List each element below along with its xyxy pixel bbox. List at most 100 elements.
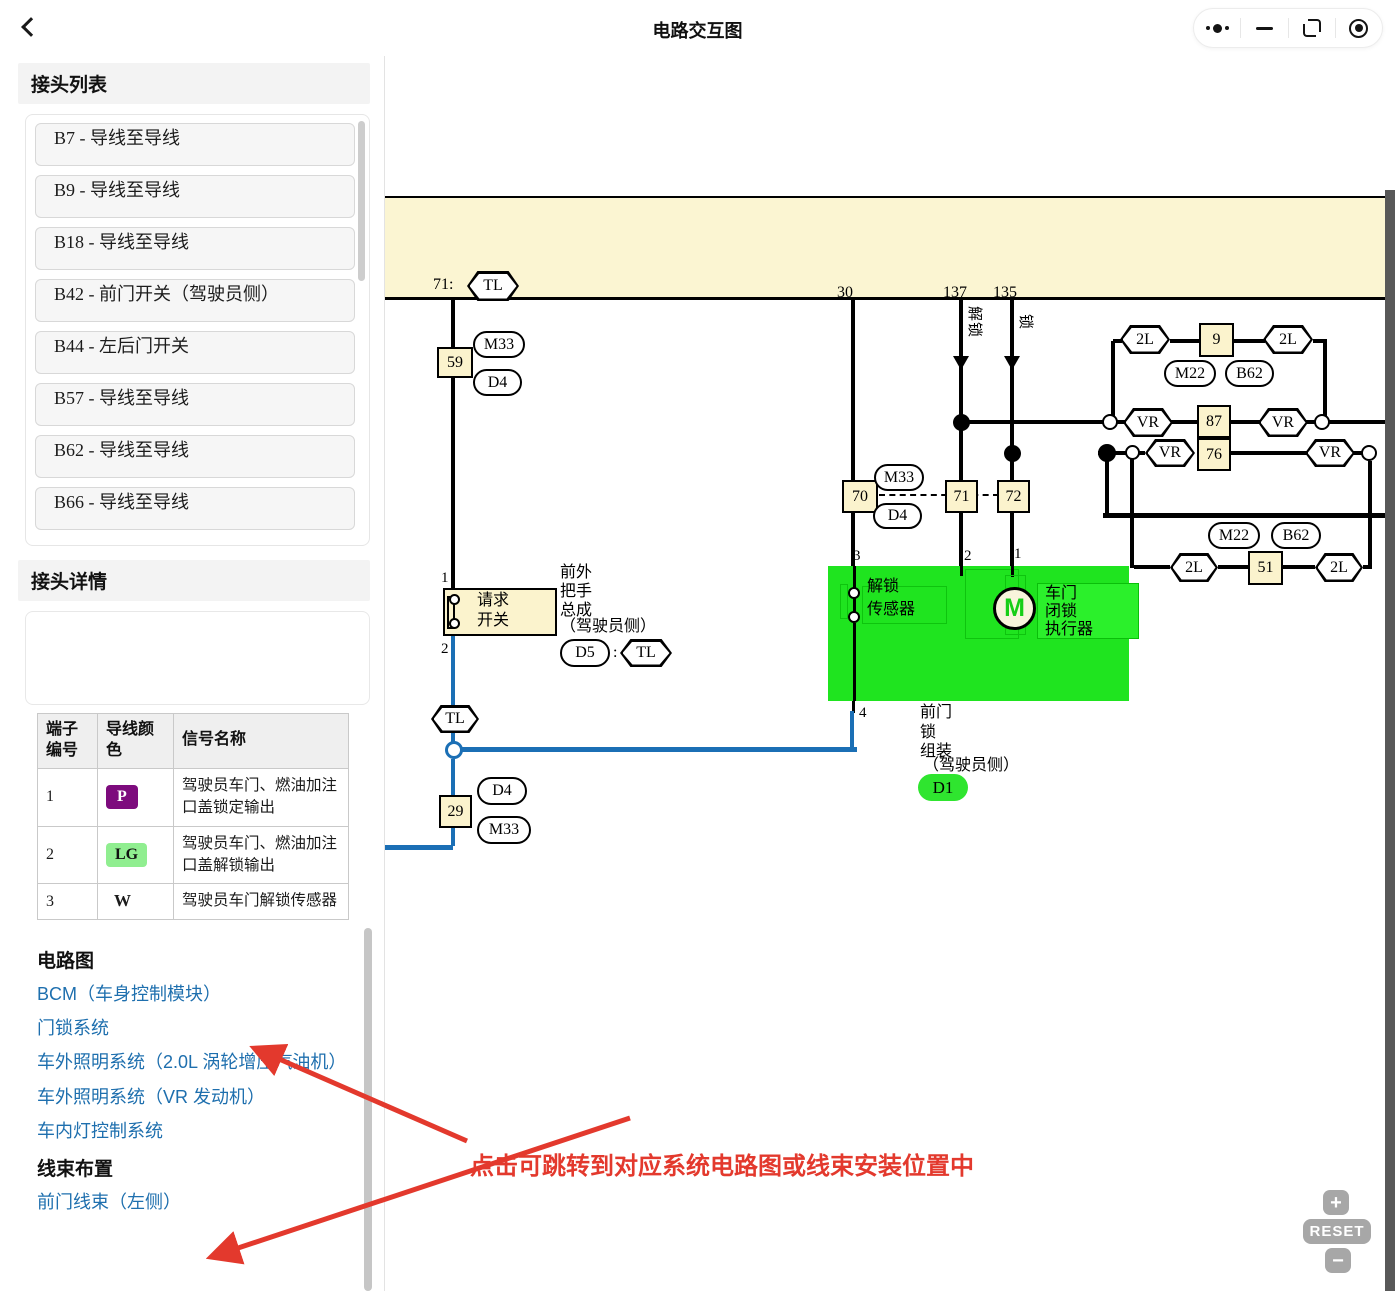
connector-ref-m33[interactable]: M33	[477, 816, 531, 844]
divider	[1334, 18, 1336, 38]
wire-code-hex-tl[interactable]: TL	[620, 639, 672, 667]
connector-box-87[interactable]: 87	[1197, 405, 1231, 438]
wire	[451, 300, 455, 348]
pin-number: 1	[1014, 546, 1022, 562]
connector-ref-b62[interactable]: B62	[1225, 360, 1274, 387]
wiring-diagram-canvas[interactable]: 71: TL 59 M33 D4 1 请求 开关 2 前外 把手 总成 （驾驶员…	[385, 56, 1395, 1291]
circuit-link-bcm[interactable]: BCM（车身控制模块）	[37, 983, 221, 1004]
connector-ref-m22[interactable]: M22	[1164, 360, 1216, 387]
terminal-number: 1	[37, 767, 98, 827]
connector-list-item[interactable]: B42 - 前门开关（驾驶员侧）	[35, 279, 355, 322]
connector-box-29[interactable]: 29	[439, 795, 472, 828]
wire-code-hex-2l[interactable]: 2L	[1263, 325, 1313, 354]
connector-box-59[interactable]: 59	[437, 347, 473, 378]
wire-color-cell: LG	[97, 825, 174, 885]
wire-blue	[850, 711, 854, 749]
table-row: 3 W 驾驶员车门解锁传感器	[37, 883, 349, 920]
bcm-bus-band[interactable]	[385, 196, 1385, 300]
connector-list-item[interactable]: B57 - 导线至导线	[35, 383, 355, 426]
wire	[959, 513, 963, 566]
wire-code-hex-2l[interactable]: 2L	[1170, 553, 1218, 582]
connector-list-item[interactable]: B44 - 左后门开关	[35, 331, 355, 374]
wire-code-hex-vr[interactable]: VR	[1145, 439, 1195, 467]
zoom-out-button[interactable]: −	[1325, 1248, 1351, 1273]
circuit-diagrams-header: 电路图	[37, 950, 95, 972]
connector-list-item[interactable]: B66 - 导线至导线	[35, 487, 355, 530]
connector-ref-b62[interactable]: B62	[1271, 522, 1321, 549]
wire	[1218, 565, 1248, 569]
pin-number: 2	[964, 548, 972, 564]
connector-box-72[interactable]: 72	[997, 480, 1030, 513]
reset-button[interactable]: RESET	[1303, 1219, 1371, 1244]
wire-code-hex-tl[interactable]: TL	[467, 271, 519, 301]
connector-list-item[interactable]: B62 - 导线至导线	[35, 435, 355, 478]
wire	[1283, 565, 1315, 569]
harness-link-front-door-left[interactable]: 前门线束（左侧）	[37, 1191, 181, 1212]
wire-code-hex-tl[interactable]: TL	[431, 705, 479, 733]
connector-ref-d4[interactable]: D4	[473, 369, 522, 396]
pin-table-header-signal: 信号名称	[173, 713, 349, 769]
wire	[851, 513, 855, 566]
lock-actuator-label: 闭锁	[1045, 603, 1078, 620]
connector-ref-d4[interactable]: D4	[873, 503, 922, 529]
wire-blue	[385, 845, 453, 850]
zoom-in-button[interactable]: +	[1323, 1190, 1349, 1215]
connector-list-item[interactable]: B18 - 导线至导线	[35, 227, 355, 270]
wire-blue	[451, 636, 455, 706]
connector-box-76[interactable]: 76	[1197, 438, 1231, 471]
connector-box-51[interactable]: 51	[1248, 551, 1283, 585]
connector-list-item[interactable]: B9 - 导线至导线	[35, 175, 355, 218]
connector-ref-m33[interactable]: M33	[473, 331, 525, 358]
close-target-button[interactable]	[1336, 9, 1382, 47]
wire-code-hex-vr[interactable]: VR	[1305, 439, 1355, 467]
connector-detail-header: 接头详情	[18, 560, 370, 601]
connector-ref-d5[interactable]: D5	[560, 639, 610, 667]
minimize-button[interactable]	[1241, 9, 1287, 47]
wire	[1323, 341, 1327, 422]
circuit-link-door-lock[interactable]: 门锁系统	[37, 1018, 109, 1039]
wire-code-hex-vr[interactable]: VR	[1123, 408, 1173, 437]
connector-box-71[interactable]: 71	[945, 480, 978, 513]
motor-symbol: M	[993, 587, 1036, 630]
minimize-icon	[1255, 26, 1273, 30]
connector-box-70[interactable]: 70	[842, 480, 878, 513]
lock-actuator-label: 车门	[1045, 585, 1078, 602]
request-switch-label: 开关	[477, 612, 510, 629]
target-icon	[1349, 18, 1369, 38]
circuit-link-interior-lamp[interactable]: 车内灯控制系统	[37, 1120, 163, 1141]
bus-pin-label: 71:	[433, 276, 454, 293]
wire-direction-label: 解锁	[966, 306, 983, 339]
wire	[852, 701, 855, 713]
connector-ref-m33[interactable]: M33	[874, 464, 924, 491]
handle-assy-label: （驾驶员侧）	[560, 618, 657, 635]
wire-code-hex-vr[interactable]: VR	[1258, 408, 1308, 437]
wire-code-hex-2l[interactable]: 2L	[1315, 553, 1363, 582]
connector-ref-m22[interactable]: M22	[1208, 522, 1260, 549]
connector-box-9[interactable]: 9	[1199, 323, 1234, 357]
signal-name: 驾驶员车门解锁传感器	[173, 883, 349, 920]
sidebar-scrollbar-thumb[interactable]	[364, 928, 372, 1291]
request-switch-box[interactable]	[443, 588, 557, 636]
wire-blue	[451, 759, 455, 795]
handle-assy-label: 总成	[560, 602, 593, 619]
wire	[853, 598, 856, 614]
more-button[interactable]	[1194, 9, 1240, 47]
wire	[1231, 451, 1307, 455]
fullscreen-icon	[1302, 19, 1321, 37]
circuit-link-ext-lighting-vr[interactable]: 车外照明系统（VR 发动机）	[37, 1086, 266, 1107]
table-row: 1 P 驾驶员车门、燃油加注口盖锁定输出	[37, 767, 349, 827]
diagram-right-edge	[1385, 190, 1395, 1291]
door-lock-assy-label: （驾驶员侧）	[923, 757, 1020, 774]
fullscreen-button[interactable]	[1289, 9, 1335, 47]
circuit-link-ext-lighting-20l[interactable]: 车外照明系统（2.0L 涡轮增压汽油机）	[37, 1052, 347, 1073]
connector-ref-d1[interactable]: D1	[918, 774, 968, 801]
unlock-sensor-label: 传感器	[867, 601, 916, 618]
connector-ref-d4[interactable]: D4	[477, 777, 527, 805]
connector-list-item[interactable]: B7 - 导线至导线	[35, 123, 355, 166]
list-scrollbar-thumb[interactable]	[358, 121, 365, 281]
wire	[960, 566, 963, 576]
wire-code-hex-2l[interactable]: 2L	[1120, 325, 1170, 354]
pin-number: 1	[441, 570, 449, 586]
harness-layout-header: 线束布置	[37, 1158, 114, 1180]
